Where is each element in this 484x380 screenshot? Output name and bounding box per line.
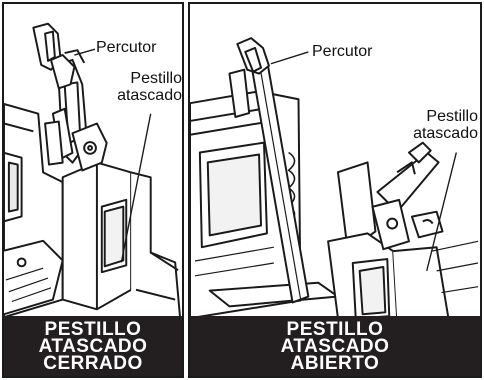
caption-latch-closed: PESTILLO ATASCADO CERRADO	[4, 316, 182, 376]
percutor-label: Percutor	[96, 39, 157, 56]
panel-latch-open: Percutor Pestillo atascado PESTILLO ATAS…	[188, 2, 482, 378]
pestillo-label-line1: Pestillo	[426, 108, 478, 125]
panel-latch-closed: Percutor Pestillo atascado PESTILLO ATAS…	[2, 2, 184, 378]
caption-line-1: PESTILLO	[44, 318, 142, 340]
caption-line-1: PESTILLO	[286, 318, 384, 340]
caption-latch-open: PESTILLO ATASCADO ABIERTO	[190, 316, 480, 376]
caption-line-2: ATASCADO	[38, 335, 148, 357]
pestillo-atascado-label: Pestillo atascado	[104, 70, 182, 104]
caption-line-3: CERRADO	[43, 352, 143, 374]
caption-line-2: ATASCADO	[280, 335, 390, 357]
pestillo-label-line2: atascado	[413, 125, 478, 142]
percutor-label: Percutor	[312, 43, 373, 60]
pestillo-label-line2: atascado	[117, 87, 182, 104]
caption-line-3: ABIERTO	[290, 352, 380, 374]
pestillo-atascado-label: Pestillo atascado	[400, 108, 478, 142]
nailer-illustration-open	[190, 37, 479, 320]
pestillo-label-line1: Pestillo	[130, 70, 182, 87]
